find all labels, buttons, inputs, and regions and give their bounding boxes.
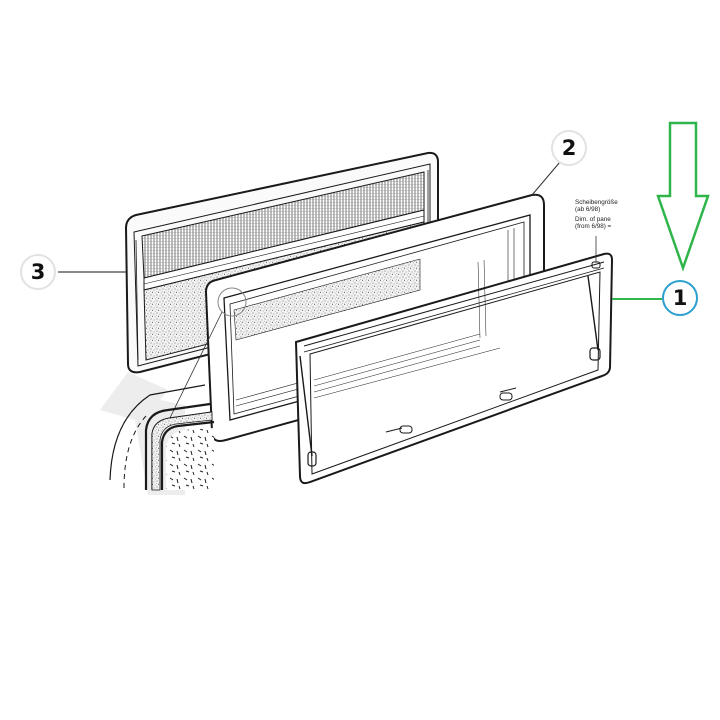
callout-1-label: 1 — [672, 286, 688, 310]
callout-2-label: 2 — [561, 136, 577, 160]
part-2-inner-frame — [204, 193, 545, 442]
down-arrow-icon — [656, 121, 710, 272]
pane-dimension-note: Scheibengröße (ab 6/98) Dim. of pane (fr… — [575, 199, 618, 230]
callout-2: 2 — [551, 130, 587, 166]
note-line-3: Dim. of pane — [575, 216, 611, 223]
note-line-1: Scheibengröße — [575, 199, 618, 206]
callout-3-label: 3 — [30, 260, 46, 284]
callout-1-highlighted: 1 — [662, 280, 698, 316]
callout-3: 3 — [20, 254, 56, 290]
note-line-4: (from 6/98) = — [575, 223, 612, 230]
part-1-window-pane — [294, 252, 614, 485]
detail-magnifier — [163, 287, 247, 431]
leader-line-2 — [531, 161, 561, 196]
corner-seal-detail — [109, 384, 215, 491]
background-arrow-shape — [100, 372, 185, 495]
note-line-2: (ab 6/98) — [575, 206, 601, 213]
